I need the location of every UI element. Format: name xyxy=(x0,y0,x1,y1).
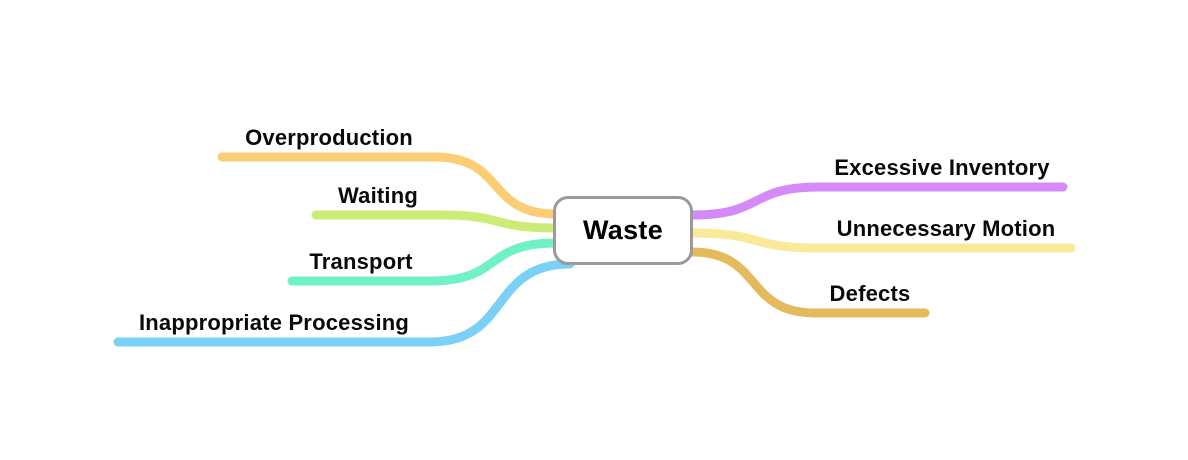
branch-label-overproduction[interactable]: Overproduction xyxy=(245,125,413,150)
branch-line-excessive-inventory[interactable] xyxy=(687,182,1068,220)
branch-line-waiting[interactable] xyxy=(311,210,561,233)
central-topic-node[interactable]: Waste xyxy=(553,196,693,265)
branch-line-overproduction[interactable] xyxy=(217,152,561,219)
branch-label-defects[interactable]: Defects xyxy=(829,281,911,306)
branch-line-unnecessary-motion[interactable] xyxy=(687,228,1076,253)
branch-label-unnecessary-motion[interactable]: Unnecessary Motion xyxy=(836,216,1056,241)
branch-label-inappropriate-processing[interactable]: Inappropriate Processing xyxy=(138,310,410,335)
branch-line-transport[interactable] xyxy=(287,238,561,286)
branch-label-transport[interactable]: Transport xyxy=(309,249,413,274)
central-topic-label: Waste xyxy=(582,215,664,245)
branch-label-waiting[interactable]: Waiting xyxy=(337,183,419,208)
branch-label-excessive-inventory[interactable]: Excessive Inventory xyxy=(834,155,1050,180)
branch-line-defects[interactable] xyxy=(687,247,930,318)
branch-line-inappropriate-processing[interactable] xyxy=(113,259,575,347)
